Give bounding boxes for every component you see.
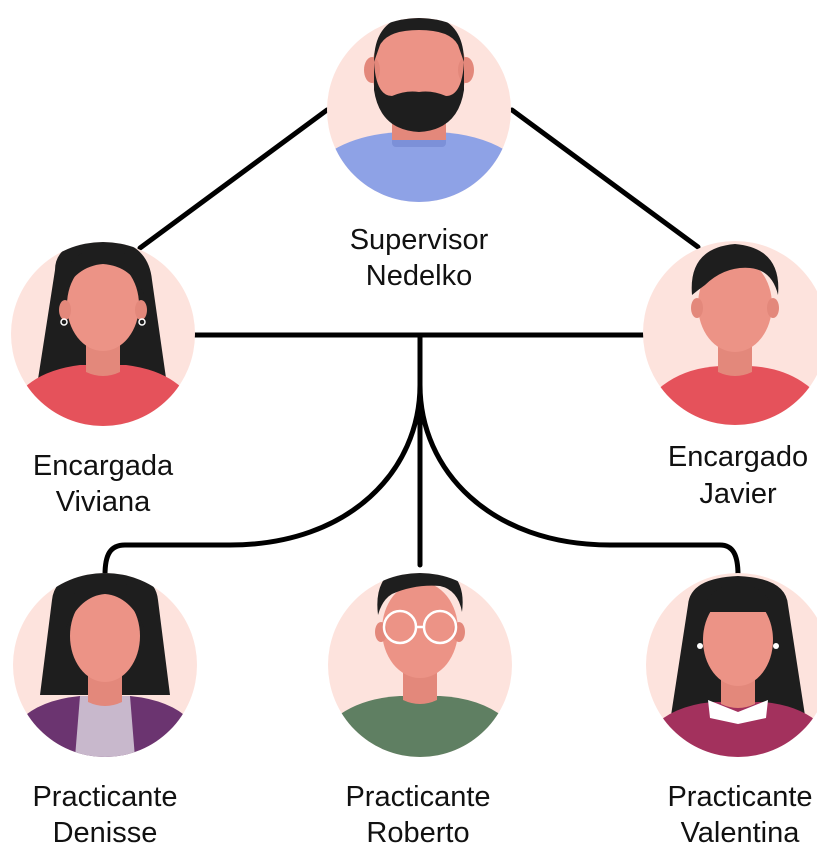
viviana-role: Encargada: [33, 450, 174, 482]
valentina-role: Practicante: [667, 781, 812, 813]
supervisor-name: Nedelko: [366, 260, 472, 292]
node-supervisor: Supervisor Nedelko: [327, 18, 511, 292]
edge-to-valentina: [417, 382, 741, 578]
node-denisse: Practicante Denisse: [13, 573, 197, 848]
edge-to-denisse: [102, 332, 423, 578]
valentina-name: Valentina: [681, 817, 801, 848]
roberto-role: Practicante: [345, 781, 490, 813]
woman-bangs-avatar: [646, 573, 817, 757]
javier-name: Javier: [699, 478, 777, 510]
connectors: [102, 107, 741, 578]
bearded-man-avatar: [327, 18, 511, 202]
short-hair-man-avatar: [643, 241, 817, 425]
viviana-name: Viviana: [56, 486, 151, 518]
man-glasses-avatar: [328, 573, 512, 757]
woman-purple-jacket-avatar: [13, 573, 197, 757]
long-hair-woman-avatar: [11, 242, 195, 426]
node-viviana: Encargada Viviana: [11, 242, 195, 518]
node-roberto: Practicante Roberto: [328, 573, 512, 848]
denisse-role: Practicante: [32, 781, 177, 813]
supervisor-role: Supervisor: [350, 224, 489, 256]
denisse-name: Denisse: [53, 817, 158, 848]
edge-supervisor-viviana: [137, 107, 330, 251]
node-javier: Encargado Javier: [643, 241, 817, 510]
roberto-name: Roberto: [366, 817, 469, 848]
node-valentina: Practicante Valentina: [646, 573, 817, 848]
javier-role: Encargado: [668, 441, 808, 473]
edge-supervisor-javier: [509, 107, 701, 250]
